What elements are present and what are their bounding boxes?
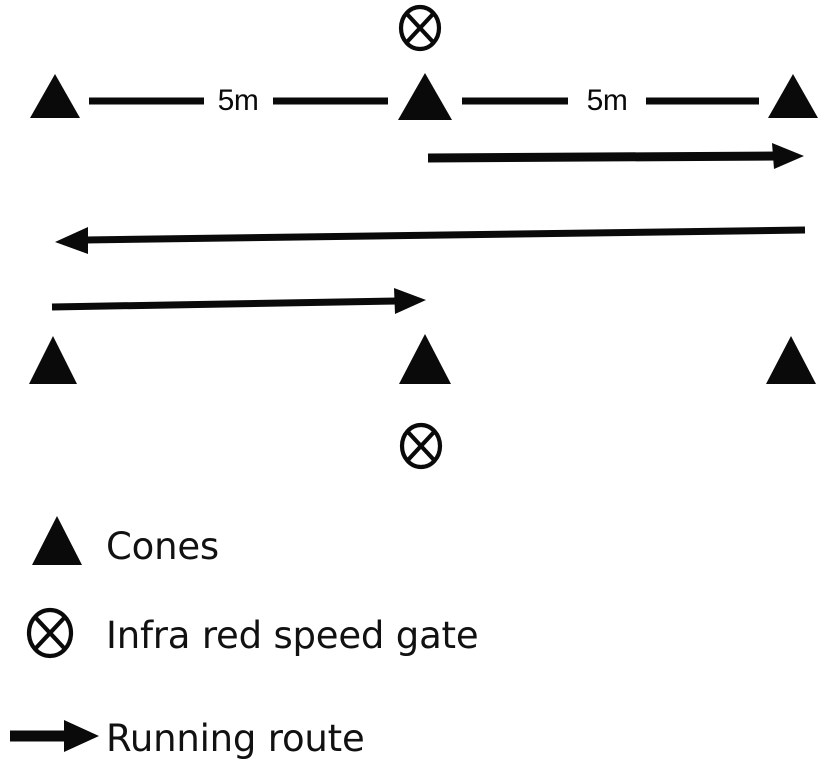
cone-bottom-left [29,336,77,384]
legend-label-running-route: Running route [106,717,365,760]
dimension-left-5m: 5m [89,84,388,117]
cone-top-right [768,74,818,118]
route-arrow-1 [427,143,804,169]
cone-top-left [30,74,80,118]
speed-gate-top [398,4,442,52]
cone-bottom-right [766,336,816,384]
cone-top-middle [398,73,452,120]
route-arrow-2 [55,226,806,254]
route-arrow-3 [51,288,426,314]
distance-label-right: 5m [587,84,628,117]
speed-gate-circle-x-icon [26,607,74,659]
distance-label-left: 5m [218,84,259,117]
legend-item-running-route: Running route [10,717,365,760]
cone-triangle-icon [32,516,82,565]
legend-item-cones: Cones [32,516,219,568]
cone-bottom-middle [399,334,451,384]
dimension-right-5m: 5m [462,84,759,117]
legend-item-speed-gate: Infra red speed gate [26,607,479,659]
running-route-arrow-icon [10,720,99,752]
legend-label-speed-gate: Infra red speed gate [106,614,478,657]
speed-gate-bottom [399,422,443,470]
legend-label-cones: Cones [106,525,219,568]
